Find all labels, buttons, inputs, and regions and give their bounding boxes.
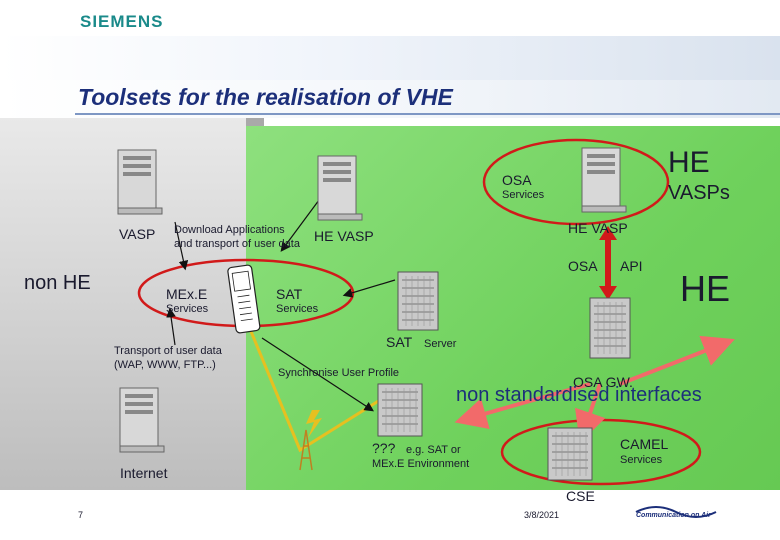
sat-services-label: Services (276, 303, 319, 315)
footer-logo-text: Communication on Air (636, 512, 711, 519)
synchronise-label: Synchronise User Profile (278, 367, 400, 379)
transport-line2-label: (WAP, WWW, FTP...) (114, 359, 216, 371)
mexe-services-label: Services (166, 303, 209, 315)
transport-line1-label: Transport of user data (114, 345, 222, 357)
nsi-arrow-right (619, 335, 735, 386)
osa-ellipse (482, 138, 670, 226)
vasps-label: VASPs (668, 182, 730, 204)
sat-label: SAT (276, 286, 303, 302)
he-vasp-right-label: HE VASP (568, 220, 628, 236)
mobile-phone-icon (227, 264, 261, 334)
communication-on-air-logo-icon (635, 506, 717, 518)
osa-services-label: Services (502, 189, 545, 201)
footer-band (0, 490, 780, 540)
title-underline (75, 113, 780, 115)
title-band (0, 80, 780, 118)
transport-arrow (166, 307, 176, 346)
qqq-label: ??? (372, 440, 396, 456)
brand-logo: SIEMENS (80, 12, 164, 31)
nsi-arrow-down (575, 383, 606, 444)
camel-label: CAMEL (620, 436, 669, 452)
server-rack-icon (397, 271, 439, 331)
he-label-mid: HE (680, 268, 731, 309)
download-apps-label: Download Applications (174, 224, 285, 236)
he-label-top: HE (668, 146, 710, 179)
nsi-arrow-left (454, 382, 591, 430)
eg-sat-label: e.g. SAT or (406, 444, 461, 456)
page-number: 7 (78, 510, 84, 520)
server-rack-icon (377, 383, 423, 437)
he-vasp-left-label: HE VASP (314, 228, 374, 244)
header-band (0, 36, 780, 80)
transport-user-data-label: and transport of user data (174, 238, 300, 250)
server-tower-icon (317, 155, 363, 221)
radio-link-line (236, 299, 381, 453)
server-tower-icon (119, 387, 165, 453)
server-rack-icon (589, 297, 631, 359)
sat-server-arrow (342, 279, 396, 298)
page-title: Toolsets for the realisation of VHE (78, 84, 453, 110)
download-arrow (174, 221, 189, 271)
non-standardised-interfaces-label: non standardised interfaces (456, 384, 702, 406)
camel-services-label: Services (620, 454, 663, 466)
sync-arrow (261, 337, 375, 412)
vasp-label: VASP (119, 226, 156, 242)
server-tower-icon (581, 147, 627, 213)
camel-ellipse (500, 418, 702, 486)
osa-api-osa-label: OSA (568, 258, 598, 274)
lightning-icon (306, 410, 322, 438)
osa-gw-label: OSA GW. (573, 374, 633, 390)
osa-api-api-label: API (620, 258, 643, 274)
sat-server-server-label: Server (424, 338, 457, 350)
cse-label: CSE (566, 488, 595, 504)
mexe-environment-label: MEx.E Environment (372, 458, 470, 470)
mexe-label: MEx.E (166, 286, 208, 302)
server-tower-icon (117, 149, 163, 215)
antenna-mast-icon (299, 429, 313, 471)
sat-server-sat-label: SAT (386, 334, 413, 350)
internet-label: Internet (120, 465, 168, 481)
he-vasp-arrow (280, 195, 323, 252)
footer-date: 3/8/2021 (524, 510, 560, 520)
server-rack-icon (547, 427, 593, 481)
osa-label: OSA (502, 172, 532, 188)
non-he-label: non HE (24, 272, 91, 294)
